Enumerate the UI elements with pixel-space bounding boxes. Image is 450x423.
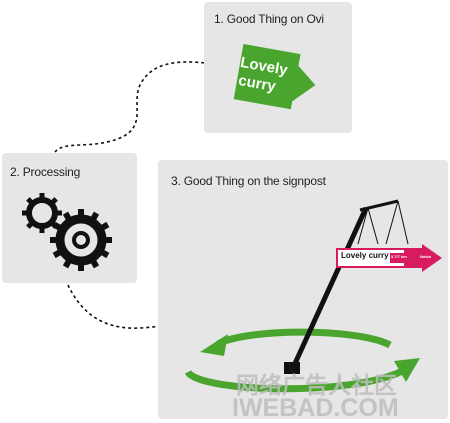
gears-icon (22, 193, 112, 271)
watermark-line2: IWEBAD.COM (232, 394, 399, 422)
ovi-sign: Lovely curry (230, 44, 328, 112)
step-1-panel: 1. Good Thing on Ovi Lovely curry (204, 2, 352, 133)
step-3-title: 3. Good Thing on the signpost (171, 174, 326, 188)
signpost-sign-badge: 3.7/7 km (391, 254, 407, 259)
rotation-arrows-icon (184, 328, 420, 393)
step-1-title: 1. Good Thing on Ovi (214, 12, 324, 26)
step-3-panel: 3. Good Thing on the signpost Lovely cur… (158, 160, 448, 419)
step-2-panel: 2. Processing (2, 153, 137, 283)
signpost-sign-title: Lovely curry (341, 251, 389, 260)
step-2-title: 2. Processing (10, 165, 81, 179)
watermark-line1: 网络广告人社区 (236, 372, 397, 398)
green-arrow-sign-icon (233, 44, 316, 110)
signpost-sign-tag: Nokia (420, 254, 431, 259)
signpost-sign: Lovely curry 3.7/7 km Nokia (336, 244, 442, 274)
signpost-icon (284, 199, 409, 374)
pink-arrow-sign-icon (336, 244, 442, 272)
